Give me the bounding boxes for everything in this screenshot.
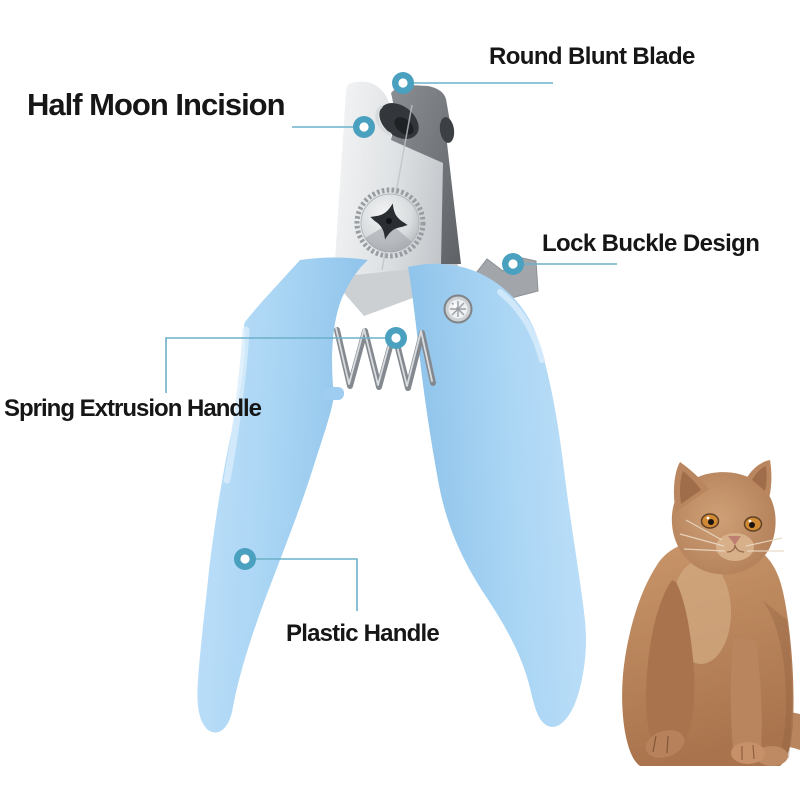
cat-front-paw-toes <box>741 744 755 760</box>
pivot-screw <box>354 187 426 259</box>
cat-left-ear-inner <box>679 471 701 504</box>
cat-raised-paw-toes <box>652 735 669 754</box>
cat-nose <box>728 536 741 545</box>
callout-dot-half-moon-incision-icon <box>353 116 375 138</box>
callout-dot-lock-buckle-design-icon <box>502 253 524 275</box>
cat-haunch-shading <box>762 600 792 762</box>
cat-whiskers <box>679 519 784 552</box>
nail-clipper-illustration <box>197 81 586 733</box>
cat-eyes <box>700 513 763 532</box>
rivet-screw <box>443 294 473 324</box>
spring-coil <box>334 327 436 391</box>
callout-line-spring-extrusion-handle <box>165 337 385 393</box>
callout-dot-round-blunt-blade-icon <box>392 72 414 94</box>
callout-dot-spring-extrusion-handle-icon <box>385 327 407 349</box>
right-handle <box>408 263 586 727</box>
left-handle-highlight <box>223 326 250 484</box>
callout-line-plastic-handle <box>256 558 358 611</box>
cat-right-ear-inner <box>752 466 767 491</box>
label-half-moon-incision: Half Moon Incision <box>27 87 286 122</box>
half-moon-notch <box>375 103 419 139</box>
cat-photo <box>622 460 800 766</box>
label-spring-extrusion-handle: Spring Extrusion Handle <box>4 395 262 422</box>
cat-front-leg <box>730 638 762 756</box>
cat-raised-leg <box>645 580 695 754</box>
left-handle <box>197 257 368 733</box>
label-round-blunt-blade: Round Blunt Blade <box>489 43 695 70</box>
callout-dots <box>234 72 524 570</box>
pivot-bump <box>439 117 455 143</box>
callout-dot-plastic-handle-icon <box>234 548 256 570</box>
right-handle-highlight <box>497 289 545 363</box>
cat-front-paw <box>731 742 765 764</box>
label-lock-buckle-design: Lock Buckle Design <box>542 230 760 257</box>
cat-mouth <box>726 544 745 553</box>
label-plastic-handle: Plastic Handle <box>286 620 440 647</box>
callouts <box>165 82 617 611</box>
handle-nub <box>322 387 344 400</box>
